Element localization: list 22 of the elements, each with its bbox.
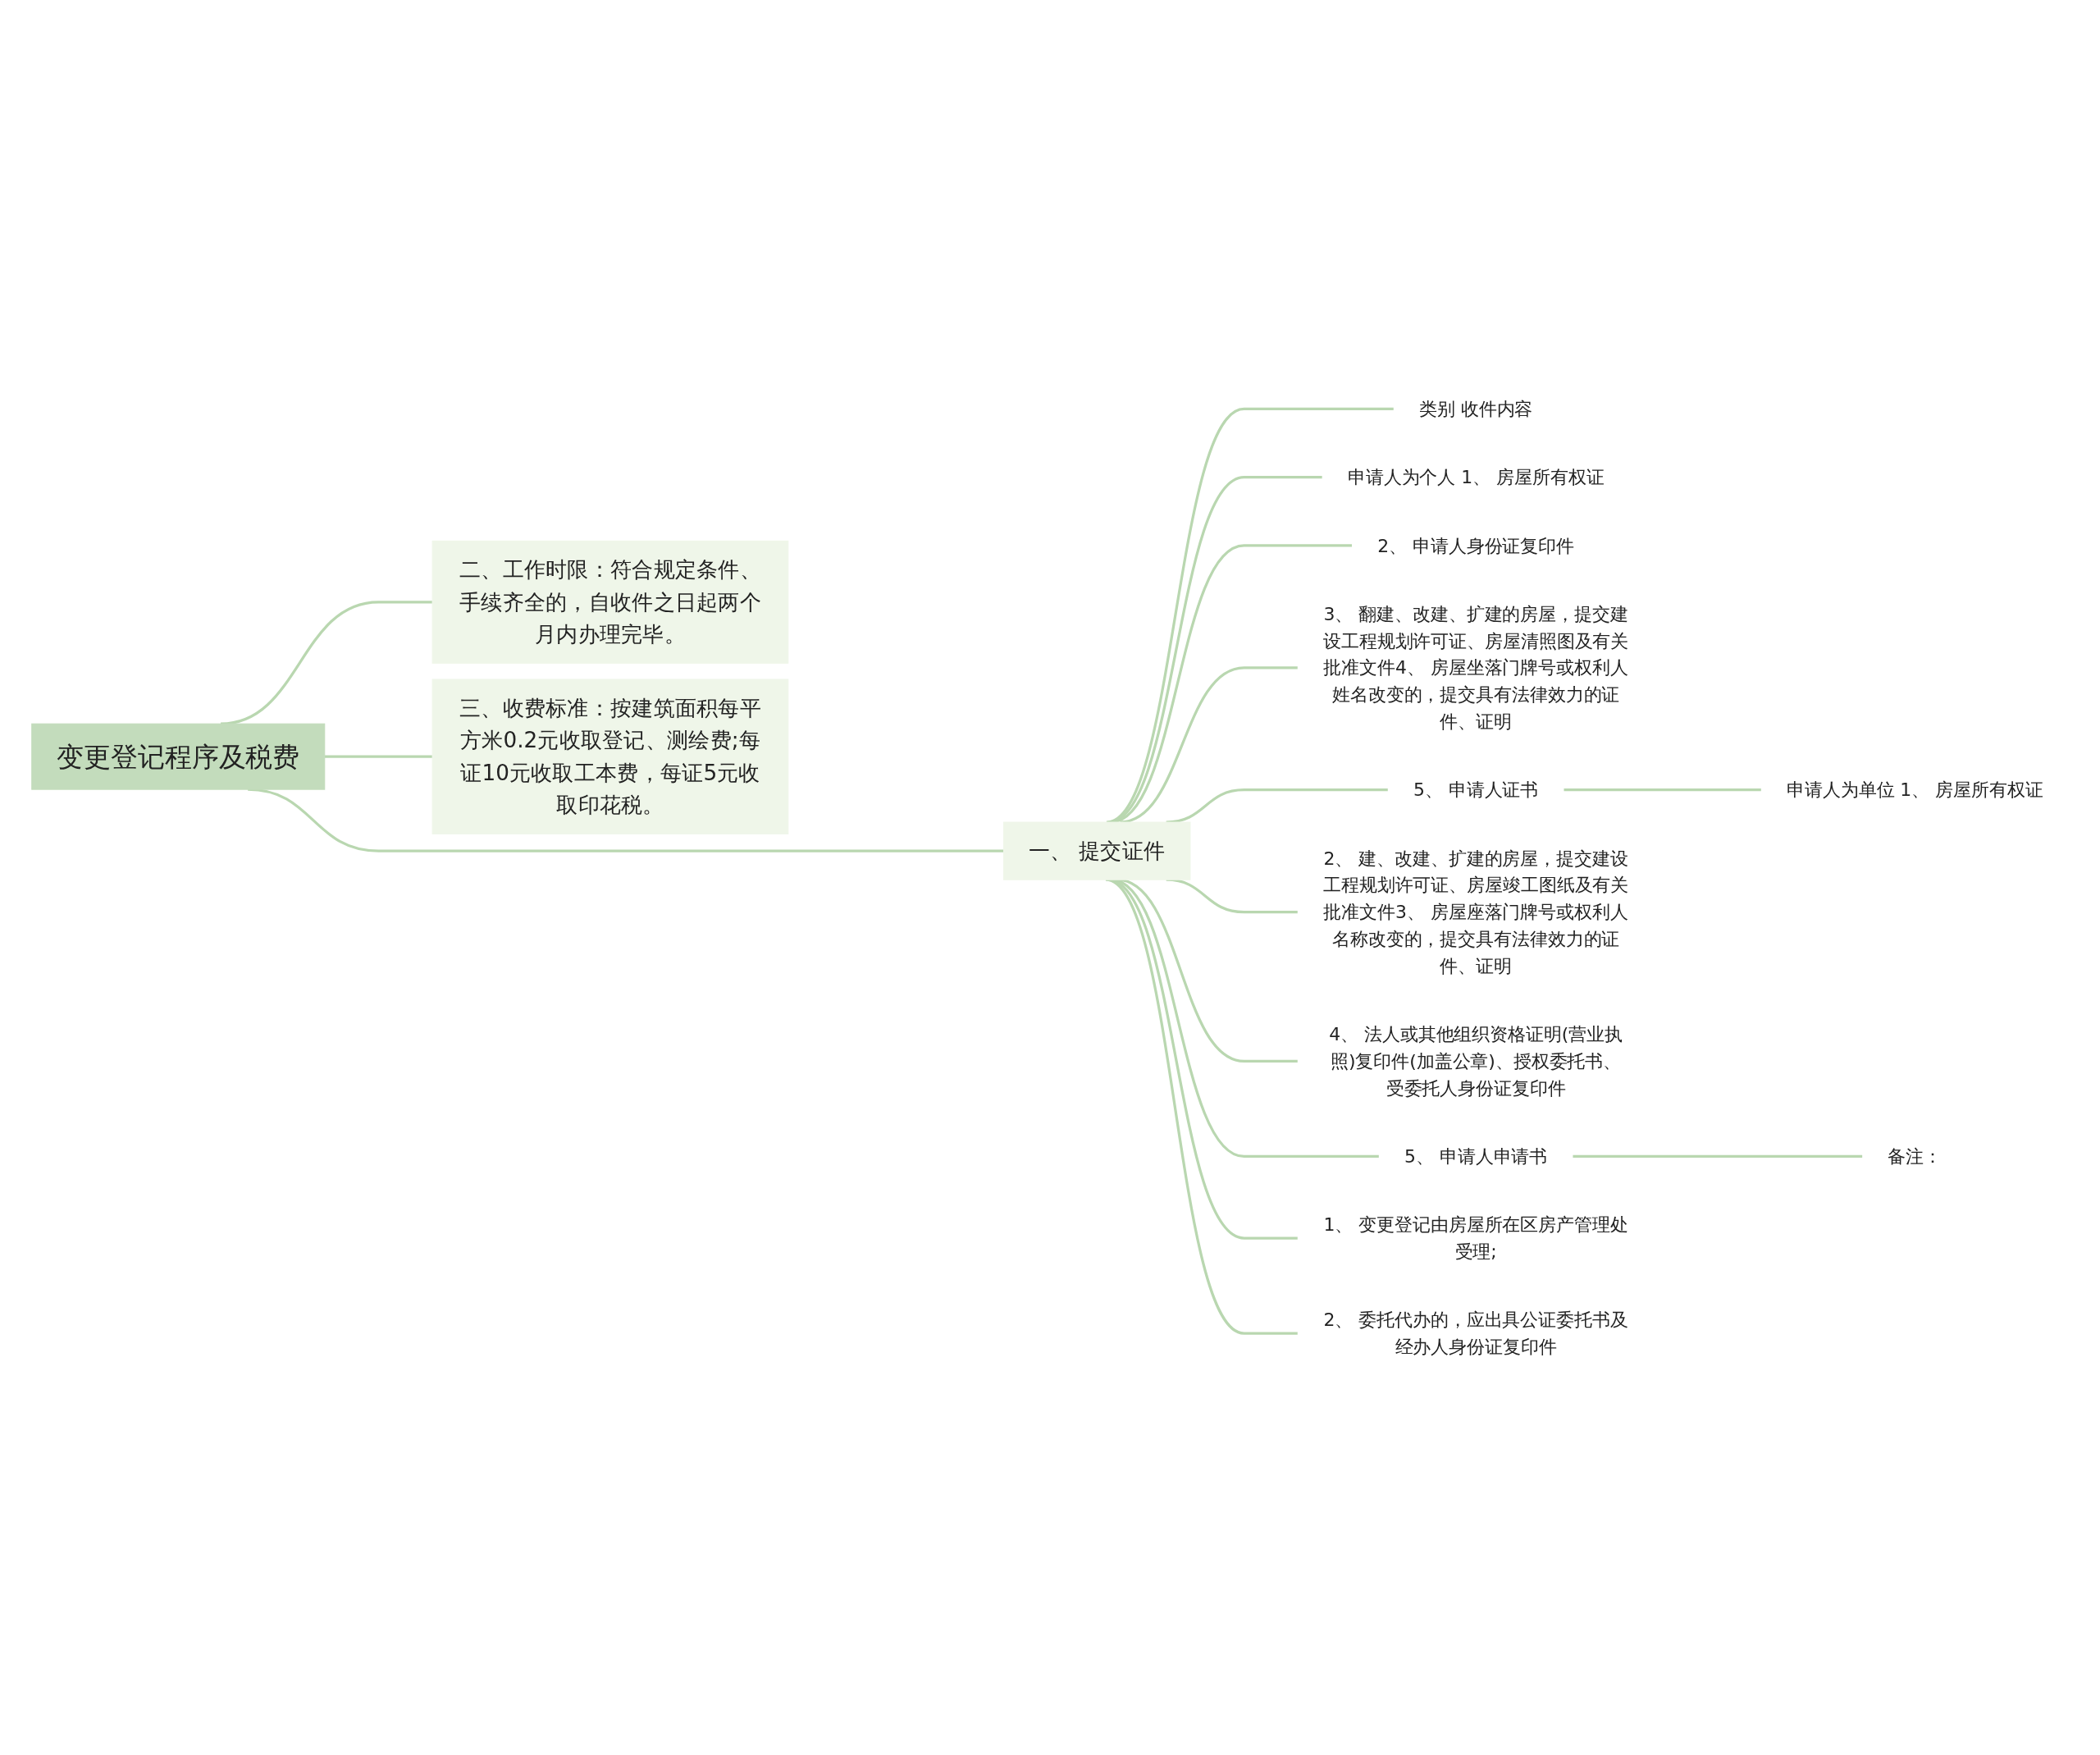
node-text: 类别 收件内容 bbox=[1418, 397, 1533, 420]
node-text: 5、 申请人证书 bbox=[1413, 779, 1539, 801]
node-text: 2、 申请人身份证复印件 bbox=[1377, 534, 1575, 556]
node-text: 4、 法人或其他组织资格证明(营业执照)复印件(加盖公章)、授权委托书、受委托人身份证复印件 bbox=[1329, 1022, 1623, 1099]
node-box bbox=[431, 540, 789, 664]
node-text: 2、 委托代办的，应出具公证委托书及经办人身份证复印件 bbox=[1323, 1309, 1628, 1358]
node-text: 备注： bbox=[1888, 1145, 1942, 1168]
node-box bbox=[1003, 821, 1191, 880]
node-text: 3、 翻建、改建、扩建的房屋，提交建设工程规划许可证、房屋清照图及有关批准文件4、 房屋坐落门牌号或权利人姓名改变的，提交具有法律效力的证件、证明 bbox=[1322, 602, 1629, 733]
connector bbox=[1166, 878, 1299, 913]
node-text: 1、 变更登记由房屋所在区房产管理处受理; bbox=[1323, 1213, 1628, 1263]
connector bbox=[248, 788, 1004, 852]
node-text: 5、 申请人申请书 bbox=[1404, 1145, 1548, 1168]
node-text: 申请人为个人 1、 房屋所有权证 bbox=[1347, 465, 1605, 488]
connector bbox=[1563, 788, 1762, 791]
node-text: 2、 建、改建、扩建的房屋，提交建设工程规划许可证、房屋竣工图纸及有关批准文件3、 房屋座落门牌号或权利人名称改变的，提交具有法律效力的证件、证明 bbox=[1322, 847, 1629, 976]
connector bbox=[1572, 1154, 1863, 1158]
node-box bbox=[431, 678, 789, 834]
node-box bbox=[31, 723, 326, 790]
connector bbox=[324, 755, 433, 758]
connector bbox=[1105, 878, 1299, 1335]
node-text: 申请人为单位 1、 房屋所有权证 bbox=[1787, 779, 2043, 801]
